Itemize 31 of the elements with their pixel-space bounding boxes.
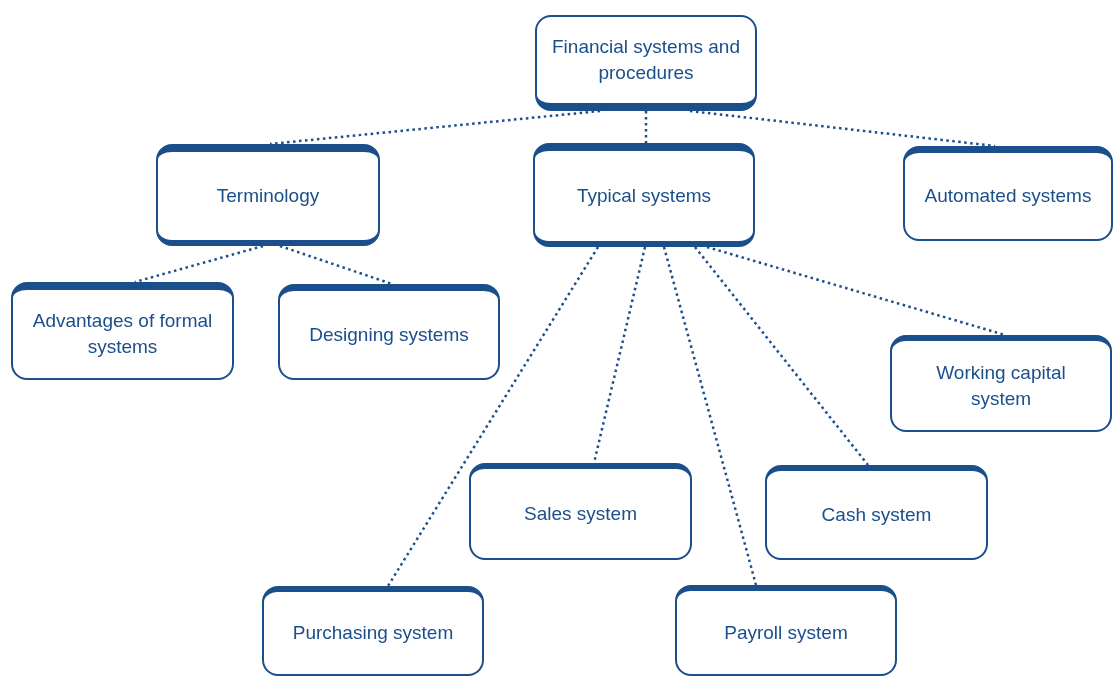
topic-label: Purchasing system [292, 621, 454, 645]
topic-label: Automated systems [924, 184, 1092, 208]
topic-label: Terminology [216, 184, 320, 208]
topic-label: Designing systems [309, 322, 469, 347]
topic-box [903, 146, 1113, 241]
topic-box [469, 463, 692, 560]
topic-box [278, 284, 500, 380]
topic-box [890, 335, 1112, 432]
topic-label: Sales system [524, 501, 637, 526]
topic-label: Payroll system [724, 620, 848, 645]
topic-box [675, 585, 897, 676]
topic-box [533, 143, 755, 247]
dotted-connector [662, 246, 758, 586]
topic-label: Typical systems [576, 184, 712, 208]
dotted-connector [269, 109, 601, 146]
topic-box [262, 586, 484, 676]
dotted-connector [279, 244, 393, 286]
topic-label: Financial systems and procedures [551, 35, 741, 85]
dotted-connector [694, 246, 869, 466]
dotted-connector [386, 246, 600, 587]
topic-box [156, 144, 380, 246]
topic-label: Advantages of formal systems [31, 309, 214, 359]
dotted-connector [689, 109, 996, 148]
topic-label: Working capital system [935, 360, 1067, 411]
topic-box [11, 282, 234, 380]
dotted-connector [706, 245, 1006, 337]
dotted-connector [644, 111, 648, 143]
topic-label: Cash system [821, 502, 932, 527]
dotted-connector [134, 244, 264, 284]
topic-box [765, 465, 988, 560]
topic-box [535, 15, 757, 111]
